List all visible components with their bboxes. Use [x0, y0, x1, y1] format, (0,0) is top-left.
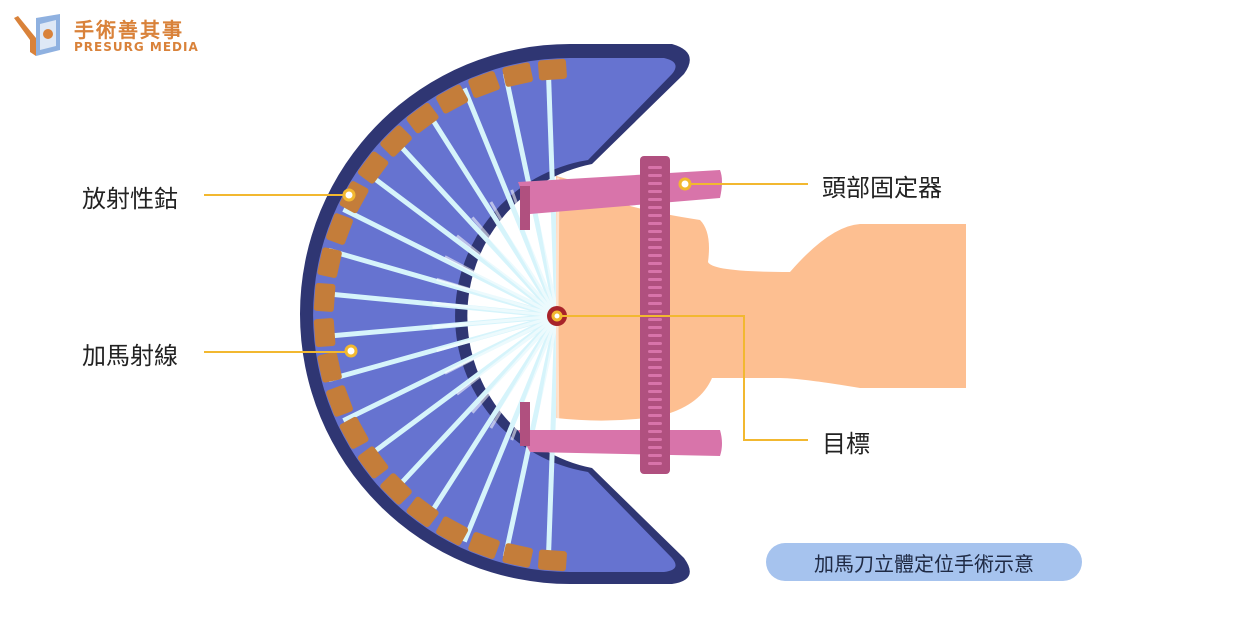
label-target: 目標 [822, 430, 870, 458]
frame-scale-mark [648, 358, 662, 361]
frame-scale-mark [648, 350, 662, 353]
cobalt-source-pellet [380, 473, 412, 505]
patient-head [556, 176, 966, 421]
cobalt-source-pellet [502, 543, 533, 568]
cobalt-source-pellet [313, 318, 336, 348]
gamma-ray-beam [462, 315, 560, 543]
frame-scale-mark [648, 406, 662, 409]
gamma-ray-beam-inner [456, 234, 558, 318]
cobalt-source-pellet [537, 58, 567, 81]
leader-lines [204, 183, 808, 441]
frame-scale-mark [648, 334, 662, 337]
frame-scale-mark [648, 430, 662, 433]
cobalt-source-pellet [313, 282, 336, 312]
frame-scale-mark [648, 174, 662, 177]
gamma-ray-beam-inner [489, 315, 559, 429]
logo-text-cn: 手術善其事 [74, 18, 184, 42]
frame-scale-mark [648, 190, 662, 193]
label-cobalt-source: 放射性鈷 [82, 185, 178, 213]
cobalt-source-pellet [357, 446, 389, 479]
frame-scale-mark [648, 254, 662, 257]
frame-scale-mark [648, 326, 662, 329]
frame-scale-mark [648, 310, 662, 313]
logo-icon [14, 14, 60, 56]
frame-scale-mark [648, 318, 662, 321]
gamma-ray-beam-inner [489, 201, 559, 317]
frame-scale-mark [648, 294, 662, 297]
leader-dots [342, 177, 692, 358]
cobalt-source-pellet [326, 385, 353, 417]
brand-logo: 手術善其事 PRESURG MEDIA [14, 10, 204, 60]
cobalt-source-pellet [339, 416, 369, 449]
cobalt-source-pellet [468, 71, 500, 98]
frame-scale-mark [648, 214, 662, 217]
cobalt-source-pellet [317, 352, 342, 383]
frame-scale-mark [648, 286, 662, 289]
gamma-ray-beam-inner [436, 314, 558, 353]
gamma-ray-beam [424, 108, 560, 318]
frame-scale-mark [648, 414, 662, 417]
gamma-ray-beam-inner [444, 255, 558, 318]
frame-scale-mark [648, 222, 662, 225]
logo-text-en: PRESURG MEDIA [74, 40, 199, 54]
cobalt-source-pellet [436, 84, 469, 114]
frame-scale-mark [648, 398, 662, 401]
frame-scale-mark [648, 270, 662, 273]
label-gamma-ray: 加馬射線 [82, 342, 178, 370]
frame-scale-mark [648, 422, 662, 425]
frame-scale-mark [648, 230, 662, 233]
frame-scale-mark [648, 438, 662, 441]
frame-scale-mark [648, 198, 662, 201]
frame-scale-mark [648, 182, 662, 185]
cobalt-source-pellet [406, 102, 439, 134]
frame-scale-mark [648, 206, 662, 209]
gamma-ray-beam-inner [444, 314, 558, 375]
frame-scale-mark [648, 390, 662, 393]
gamma-ray-beam-inner [510, 189, 559, 317]
frame-scale-mark [648, 366, 662, 369]
label-head-frame: 頭部固定器 [822, 174, 942, 202]
frame-scale-mark [648, 342, 662, 345]
gamma-ray-beam-inner [432, 301, 558, 318]
cobalt-source-pellet [317, 247, 342, 278]
frame-scale-mark [648, 374, 662, 377]
frame-scale-mark [648, 262, 662, 265]
gamma-ray-beam-inner [510, 315, 559, 441]
gamma-ray-beam-inner [532, 315, 559, 449]
gamma-ray-beam-inner [432, 314, 558, 329]
frame-scale-mark [648, 238, 662, 241]
cobalt-sources [313, 58, 567, 572]
helmet-collimator-ring [313, 58, 676, 572]
gamma-ray-beam-inner [555, 315, 560, 453]
frame-scale-marks [648, 166, 662, 465]
gamma-ray-beam-inner [471, 216, 559, 317]
frame-scale-mark [648, 166, 662, 169]
cobalt-source-pellet [326, 213, 353, 245]
cobalt-source-pellet [502, 62, 533, 87]
cobalt-source-pellet [468, 532, 500, 559]
frame-scale-mark [648, 446, 662, 449]
cobalt-source-pellet [406, 496, 439, 528]
gamma-ray-beam [462, 87, 560, 317]
cobalt-source-pellet [357, 151, 389, 184]
frame-scale-mark [648, 382, 662, 385]
frame-scale-mark [648, 454, 662, 457]
cobalt-source-pellet [436, 516, 469, 546]
gamma-ray-beam-inner [471, 315, 559, 414]
gamma-ray-beam-inner [456, 314, 558, 396]
frame-scale-mark [648, 302, 662, 305]
caption-badge: 加馬刀立體定位手術示意 [766, 543, 1082, 581]
cobalt-source-pellet [380, 125, 412, 157]
frame-scale-mark [648, 278, 662, 281]
frame-scale-mark [648, 246, 662, 249]
gamma-ray-beam-inner [436, 277, 558, 318]
cobalt-source-pellet [537, 549, 567, 572]
frame-scale-mark [648, 462, 662, 465]
